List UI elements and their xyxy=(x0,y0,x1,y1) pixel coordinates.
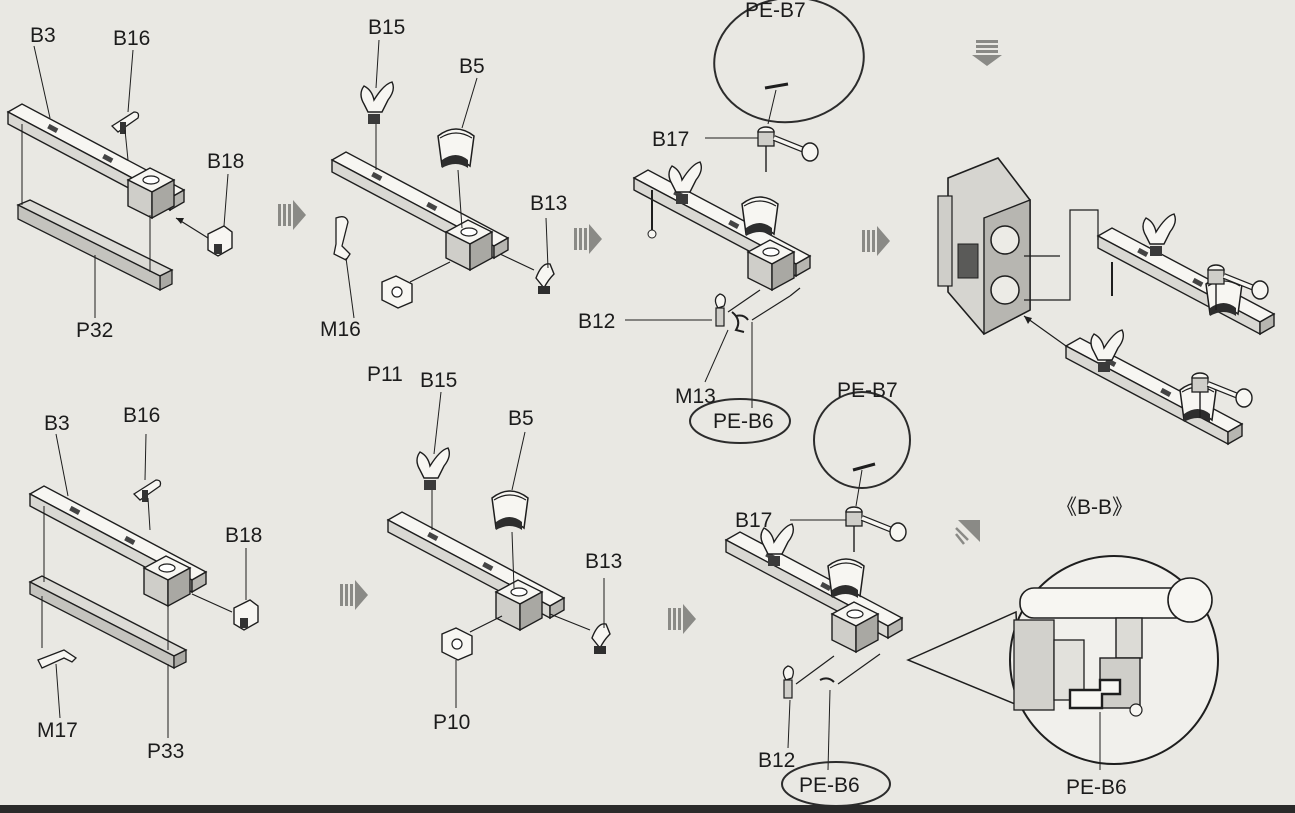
label-m17: M17 xyxy=(37,719,78,742)
part-b17-bottom xyxy=(846,507,906,552)
part-b13-bottom xyxy=(591,623,611,655)
label-p11: P11 xyxy=(367,363,403,386)
ink-circle-pe-b7-bottom xyxy=(813,391,911,489)
label-b17-bottom: B17 xyxy=(735,509,773,532)
ink-circle-pe-b7 xyxy=(713,0,865,124)
label-pe-b6-bottom: PE-B6 xyxy=(799,774,860,797)
final-assembly xyxy=(937,157,1275,445)
label-b18-bottom: B18 xyxy=(225,524,263,547)
part-m17 xyxy=(37,649,78,669)
label-pe-b6-top: PE-B6 xyxy=(713,410,774,433)
part-p11 xyxy=(381,275,413,309)
part-b16-bottom xyxy=(133,479,162,503)
part-pe-b7-bottom xyxy=(852,462,876,472)
label-b12-bottom: B12 xyxy=(758,749,796,772)
pe-b6-clip xyxy=(1068,678,1122,710)
part-b5 xyxy=(437,128,475,169)
label-b16-top: B16 xyxy=(113,27,151,50)
label-m13: M13 xyxy=(675,385,716,408)
step1-top-assembly xyxy=(7,45,233,318)
part-b15 xyxy=(360,81,395,125)
flow-arrow-icon xyxy=(278,200,306,230)
part-b18 xyxy=(207,225,233,257)
flow-arrow-icon xyxy=(574,224,602,254)
step2-bottom-assembly xyxy=(387,391,611,708)
label-b13-top: B13 xyxy=(530,192,568,215)
label-p32: P32 xyxy=(76,319,114,342)
part-b15-bottom xyxy=(416,447,451,491)
part-b12 xyxy=(714,293,726,327)
label-b15-top: B15 xyxy=(368,16,406,39)
part-b12-bottom xyxy=(782,665,794,699)
label-section-b-b: 《B-B》 xyxy=(1056,496,1134,519)
label-b15-bottom: B15 xyxy=(420,369,458,392)
label-b18-top: B18 xyxy=(207,150,245,173)
part-b17 xyxy=(758,127,818,172)
part-p10 xyxy=(441,627,473,661)
label-b17-top: B17 xyxy=(652,128,690,151)
flow-arrow-icon xyxy=(862,226,890,256)
part-pe-b6-bottom xyxy=(819,677,835,683)
label-b12-top: B12 xyxy=(578,310,616,333)
part-b18-bottom xyxy=(233,599,259,631)
part-pe-b7 xyxy=(764,82,789,90)
part-m16 xyxy=(333,216,351,261)
part-m13 xyxy=(731,311,745,333)
ink-circle-pe-b6-top xyxy=(689,398,791,444)
label-p33: P33 xyxy=(147,740,185,763)
part-b13 xyxy=(535,263,555,295)
down-arrow-icon xyxy=(972,40,1002,66)
label-b3-bottom: B3 xyxy=(44,412,70,435)
label-b16-bottom: B16 xyxy=(123,404,161,427)
detail-b-b xyxy=(906,555,1219,770)
label-pe-b7-top: PE-B7 xyxy=(745,0,806,22)
step2-top-assembly xyxy=(331,39,555,319)
page-bottom-edge xyxy=(0,805,1295,813)
label-b13-bottom: B13 xyxy=(585,550,623,573)
step1-bottom-assembly xyxy=(28,433,259,738)
label-pe-b7-bottom: PE-B7 xyxy=(837,379,898,402)
label-p10: P10 xyxy=(433,711,471,734)
label-b5-top: B5 xyxy=(459,55,485,78)
part-b5-bottom xyxy=(491,490,529,531)
part-pe-b6-top xyxy=(735,314,749,321)
label-m16: M16 xyxy=(320,318,361,341)
step3-bottom-assembly xyxy=(725,391,911,807)
flow-arrow-icon xyxy=(340,580,368,610)
diagonal-arrow-icon xyxy=(955,520,980,545)
flow-arrow-icon xyxy=(668,604,696,634)
label-pe-b6-detail: PE-B6 xyxy=(1066,776,1127,799)
label-b5-bottom: B5 xyxy=(508,407,534,430)
label-b3-top: B3 xyxy=(30,24,56,47)
step3-top-assembly xyxy=(625,0,865,444)
